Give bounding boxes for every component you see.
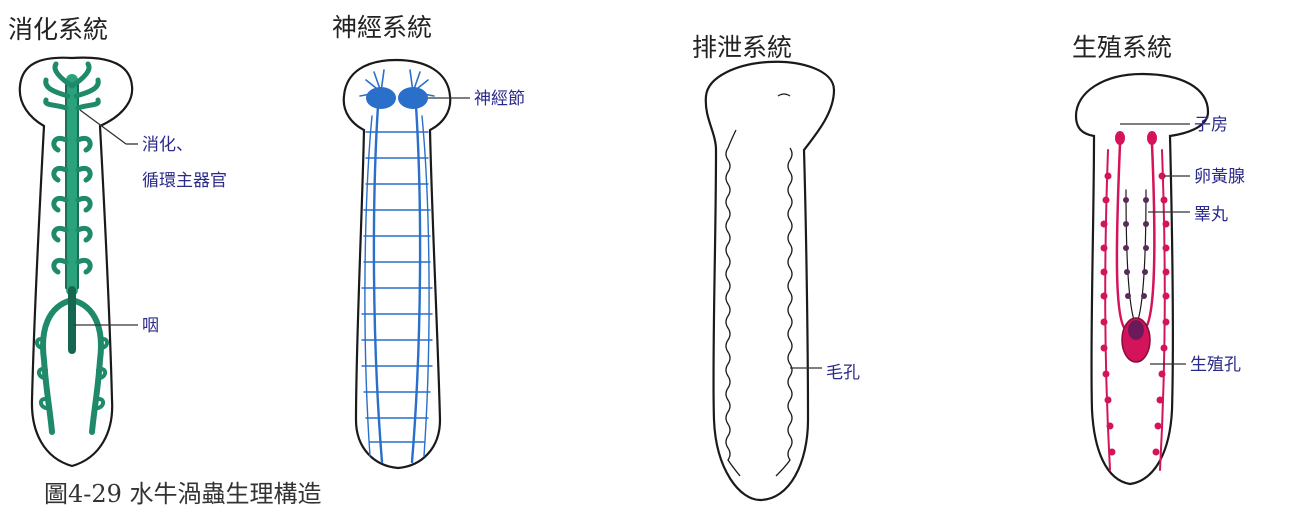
yolk-gland-label: 卵黃腺	[1194, 167, 1245, 187]
excretory-body-outline	[706, 62, 834, 500]
digestive-panel: 消化系統	[8, 15, 227, 466]
nervous-panel: 神經系統 神經節	[332, 13, 525, 468]
excretory-panel: 排泄系統 毛孔	[692, 33, 860, 500]
figure-caption: 圖4-29 水牛渦蟲生理構造	[44, 480, 322, 508]
testis-label: 睪丸	[1194, 205, 1228, 225]
pore-label: 毛孔	[826, 363, 860, 383]
pharynx-label: 咽	[142, 316, 159, 336]
reproductive-title: 生殖系統	[1072, 33, 1172, 62]
nervous-body-outline	[344, 60, 451, 468]
reproductive-body-outline	[1076, 74, 1208, 484]
digestive-organ-label-line1: 消化、	[142, 135, 193, 155]
nervous-title: 神經系統	[332, 13, 432, 42]
digestive-organ-label-line2: 循環主器官	[142, 171, 227, 191]
ovary-label: 子房	[1194, 115, 1228, 135]
genital-pore-label: 生殖孔	[1190, 355, 1241, 375]
reproductive-panel: 生殖系統	[1072, 33, 1245, 484]
ganglion-label: 神經節	[474, 89, 525, 109]
excretory-title: 排泄系統	[692, 33, 792, 62]
digestive-title: 消化系統	[8, 15, 108, 44]
